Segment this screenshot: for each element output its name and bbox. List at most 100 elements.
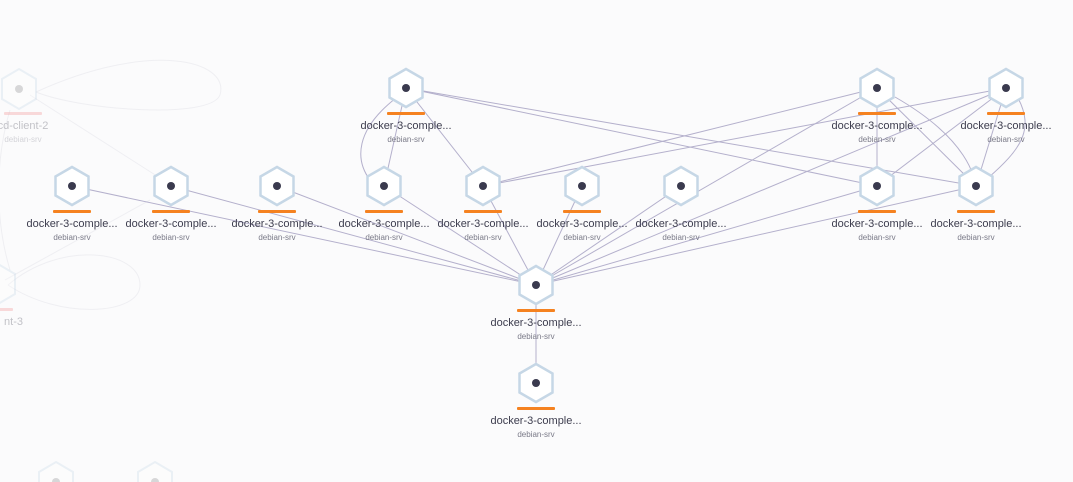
node-hex[interactable]	[366, 165, 402, 207]
node-dot-icon	[1002, 84, 1010, 92]
node-sublabel: debian-srv	[258, 233, 296, 242]
status-bar	[563, 210, 601, 213]
node-card[interactable]: docker-3-comple... debian-srv	[626, 208, 736, 243]
node-label: cd-client-2	[0, 120, 49, 132]
faded-hex	[137, 460, 173, 482]
node-card[interactable]: docker-3-comple... debian-srv	[17, 208, 127, 243]
node-hex[interactable]	[958, 165, 994, 207]
node-sublabel: debian-srv	[365, 233, 403, 242]
node-sublabel: srv	[0, 331, 45, 341]
node-label: docker-3-comple...	[930, 218, 1022, 230]
node-sublabel: debian-srv	[662, 233, 700, 242]
node-card[interactable]: docker-3-comple... debian-srv	[116, 208, 226, 243]
node-label: nt-3	[4, 316, 23, 328]
faded-node-card[interactable]: nt-3 srv	[0, 306, 45, 341]
node-label: docker-3-comple...	[960, 120, 1052, 132]
status-bar	[258, 210, 296, 213]
node-dot-icon	[532, 379, 540, 387]
node-hex[interactable]	[859, 67, 895, 109]
node-sublabel: debian-srv	[858, 135, 896, 144]
faded-edges	[0, 59, 222, 310]
node-hex[interactable]	[988, 67, 1024, 109]
status-bar	[152, 210, 190, 213]
node-card[interactable]: docker-3-comple... debian-srv	[951, 110, 1061, 145]
edge	[482, 185, 537, 286]
node-card[interactable]: docker-3-comple... debian-srv	[921, 208, 1031, 243]
status-bar	[365, 210, 403, 213]
edges-layer	[71, 87, 1007, 383]
edge	[535, 185, 878, 286]
node-dot-icon	[167, 182, 175, 190]
node-sublabel: debian-srv	[53, 233, 91, 242]
node-label: docker-3-comple...	[338, 218, 430, 230]
status-bar	[464, 210, 502, 213]
faded-hex	[0, 264, 16, 304]
node-sublabel: debian-srv	[517, 332, 555, 341]
node-hex[interactable]	[54, 165, 90, 207]
node-card[interactable]: docker-3-comple... debian-srv	[329, 208, 439, 243]
node-hex[interactable]	[518, 264, 554, 306]
edge-curve	[987, 97, 1026, 179]
node-sublabel: debian-srv	[464, 233, 502, 242]
node-dot-icon	[972, 182, 980, 190]
status-bar	[987, 112, 1025, 115]
node-card[interactable]: docker-3-comple... debian-srv	[822, 110, 932, 145]
node-hex[interactable]	[564, 165, 600, 207]
node-card[interactable]: docker-3-comple... debian-srv	[428, 208, 538, 243]
edge	[482, 87, 878, 187]
node-dot-icon	[273, 182, 281, 190]
node-hex[interactable]	[663, 165, 699, 207]
faded-hex-group	[0, 67, 173, 482]
status-bar	[957, 210, 995, 213]
node-dot-icon	[380, 182, 388, 190]
node-hex[interactable]	[518, 362, 554, 404]
node-label: docker-3-comple...	[231, 218, 323, 230]
edge	[71, 185, 537, 286]
edge	[535, 185, 682, 286]
node-dot-icon	[532, 281, 540, 289]
edge	[876, 87, 1007, 187]
edge-curve	[360, 97, 397, 181]
status-bar	[858, 210, 896, 213]
node-dot-icon	[873, 84, 881, 92]
node-hex[interactable]	[153, 165, 189, 207]
node-dot-icon	[677, 182, 685, 190]
node-card[interactable]: docker-3-comple... debian-srv	[481, 307, 591, 342]
node-card[interactable]: docker-3-comple... debian-srv	[481, 405, 591, 440]
node-sublabel: debian-srv	[517, 430, 555, 439]
status-bar	[517, 309, 555, 312]
faded-hex-dot	[52, 478, 60, 482]
edge	[482, 87, 1007, 187]
node-label: docker-3-comple...	[490, 317, 582, 329]
status-bar	[4, 112, 42, 115]
status-bar	[858, 112, 896, 115]
faded-edge	[0, 109, 11, 271]
node-hex[interactable]	[859, 165, 895, 207]
node-label: docker-3-comple...	[635, 218, 727, 230]
node-dot-icon	[873, 182, 881, 190]
edge	[535, 87, 1007, 286]
status-bar	[53, 210, 91, 213]
edge	[383, 185, 537, 286]
faded-hex-dot	[15, 85, 23, 93]
node-dot-icon	[68, 182, 76, 190]
node-sublabel: debian-srv	[387, 135, 425, 144]
node-sublabel: debian-srv	[563, 233, 601, 242]
faded-hex	[38, 460, 74, 482]
node-hex[interactable]	[388, 67, 424, 109]
status-bar	[0, 308, 13, 311]
node-card[interactable]: docker-3-comple... debian-srv	[222, 208, 332, 243]
node-card[interactable]: docker-3-comple... debian-srv	[527, 208, 637, 243]
node-card[interactable]: docker-3-comple... debian-srv	[822, 208, 932, 243]
faded-edge	[35, 59, 222, 111]
node-hex[interactable]	[465, 165, 501, 207]
faded-node-card[interactable]: cd-client-2 debian-srv	[0, 110, 78, 145]
edge	[535, 185, 977, 286]
node-hex[interactable]	[259, 165, 295, 207]
faded-hex-dot	[151, 478, 159, 482]
node-card[interactable]: docker-3-comple... debian-srv	[351, 110, 461, 145]
node-label: docker-3-comple...	[536, 218, 628, 230]
edge	[170, 185, 537, 286]
edge	[405, 87, 484, 187]
